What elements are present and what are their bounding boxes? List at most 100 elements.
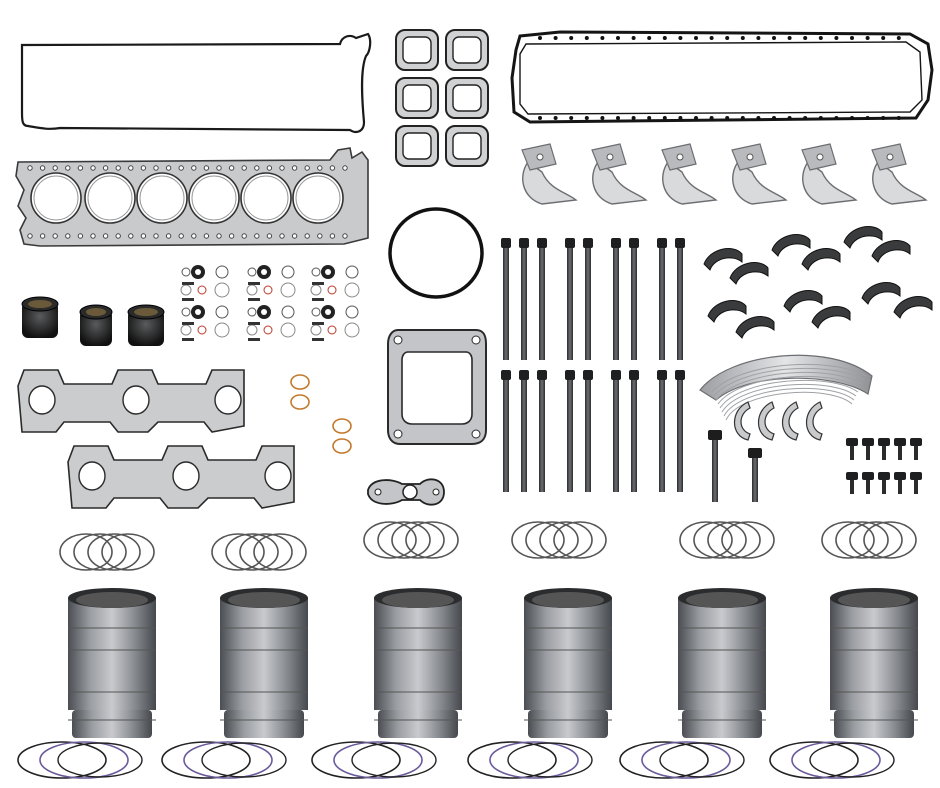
rubber-sleeve xyxy=(79,304,113,346)
injector-seal-sets xyxy=(180,265,360,341)
thrust-washer xyxy=(806,401,823,441)
cylinder-liner xyxy=(678,588,766,738)
cylinder-bore xyxy=(188,172,240,224)
cooling-nozzle xyxy=(591,143,648,205)
valve-cover-gasket xyxy=(20,32,372,133)
piston-ring-set xyxy=(59,533,155,571)
short-bolt xyxy=(878,438,890,460)
small-o-ring xyxy=(290,374,310,390)
cylinder-head-gasket xyxy=(15,147,369,247)
large-o-ring xyxy=(388,207,484,299)
oil-line-gasket xyxy=(367,478,445,506)
piston-ring-set xyxy=(511,521,607,559)
square-port-gaskets xyxy=(395,29,489,167)
short-bolt xyxy=(846,438,858,460)
head-bolt xyxy=(675,238,685,360)
liner-seal-set xyxy=(769,741,895,779)
head-bolt xyxy=(565,370,575,492)
cylinder-bore xyxy=(84,172,136,224)
rod-bearing-shell xyxy=(843,226,883,249)
small-o-rings xyxy=(290,374,352,454)
liner-seal-set xyxy=(619,741,745,779)
cylinder-liner xyxy=(374,588,462,738)
cooling-nozzle xyxy=(871,143,928,205)
manifold-gasket xyxy=(67,445,295,509)
rod-bearing-shell xyxy=(707,300,747,323)
short-bolt xyxy=(910,472,922,494)
thrust-washer xyxy=(758,401,775,441)
cooling-nozzle xyxy=(801,143,858,205)
cylinder-liner xyxy=(220,588,308,738)
manifold-gasket xyxy=(17,369,245,433)
short-bolt xyxy=(862,472,874,494)
main-bearing-stack xyxy=(699,354,873,421)
head-bolt xyxy=(537,370,547,492)
head-bolt xyxy=(501,370,511,492)
head-bolt xyxy=(537,238,547,360)
rod-bearing-shell xyxy=(893,296,933,319)
small-o-ring xyxy=(332,418,352,434)
exhaust-manifold-gaskets xyxy=(17,369,295,509)
rod-bearing-shell xyxy=(783,290,823,313)
cooling-nozzle xyxy=(521,143,578,205)
head-bolt xyxy=(629,370,639,492)
piston-ring-set xyxy=(679,521,775,559)
long-bolts xyxy=(708,430,762,502)
short-bolt xyxy=(846,472,858,494)
cylinder-bore xyxy=(292,172,344,224)
cooling-nozzle xyxy=(661,143,718,205)
head-bolt xyxy=(611,238,621,360)
injector-seal-set xyxy=(246,305,296,341)
liner-seal-set xyxy=(311,741,437,779)
rod-bearing-shell xyxy=(861,282,901,305)
rod-bearing-shell xyxy=(703,248,743,271)
rod-bearing-shell xyxy=(801,248,841,271)
piston-ring-set xyxy=(211,533,307,571)
head-bolt xyxy=(501,238,511,360)
head-bolt xyxy=(519,370,529,492)
liner-seal-set xyxy=(467,741,593,779)
rod-bearing-shell xyxy=(811,306,851,329)
short-bolt xyxy=(910,438,922,460)
injector-seal-set xyxy=(310,265,360,301)
piston-cooling-nozzles xyxy=(521,143,928,205)
rod-bearing-shell xyxy=(771,234,811,257)
head-bolt xyxy=(519,238,529,360)
head-bolt xyxy=(657,238,667,360)
head-bolt xyxy=(675,370,685,492)
piston-ring-sets xyxy=(59,521,917,571)
head-bolt xyxy=(629,238,639,360)
cylinder-bore xyxy=(30,172,82,224)
head-bolt xyxy=(657,370,667,492)
liner-seal-ring-sets xyxy=(17,741,895,779)
short-bolt xyxy=(862,438,874,460)
rod-bearing-shell xyxy=(729,262,769,285)
piston-ring-set xyxy=(821,521,917,559)
cylinder-liner xyxy=(830,588,918,738)
rod-bearing-shells xyxy=(703,226,933,339)
liner-seal-set xyxy=(161,741,287,779)
thrust-washer xyxy=(734,401,751,441)
liner-seal-set xyxy=(17,741,143,779)
thrust-washer xyxy=(782,401,799,441)
cylinder-liner xyxy=(524,588,612,738)
injector-seal-set xyxy=(310,305,360,341)
short-bolt xyxy=(894,438,906,460)
short-bolts xyxy=(846,438,922,494)
head-bolt xyxy=(565,238,575,360)
rod-bearing-shell xyxy=(871,240,911,263)
head-bolt xyxy=(611,370,621,492)
small-o-ring xyxy=(332,438,352,454)
thrust-washers xyxy=(734,401,823,441)
head-bolts xyxy=(501,238,685,492)
rod-bearing-shell xyxy=(735,316,775,339)
rubber-sleeve xyxy=(21,296,59,338)
short-bolt xyxy=(878,472,890,494)
short-bolt xyxy=(894,472,906,494)
injector-seal-set xyxy=(180,265,230,301)
rubber-sleeve xyxy=(127,304,165,346)
piston-ring-set xyxy=(363,521,459,559)
head-bolt xyxy=(583,238,593,360)
